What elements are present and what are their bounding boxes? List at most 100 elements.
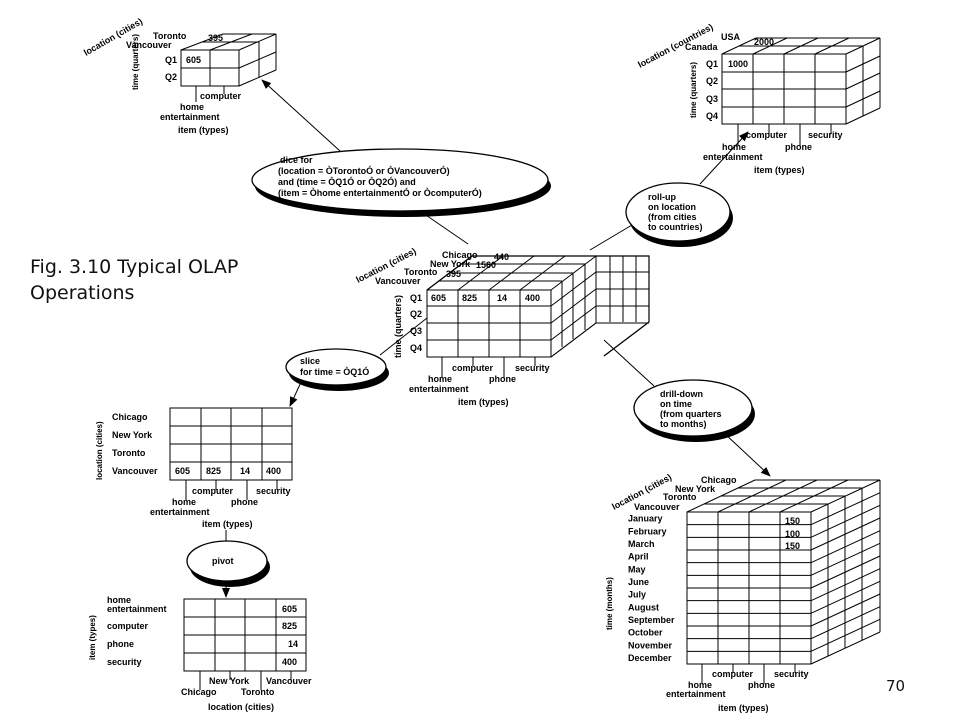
drill-item-label: home	[688, 680, 712, 690]
center-back-value: 1560	[476, 260, 496, 270]
center-quarter-label: Q2	[410, 309, 422, 319]
drilldown-op-line: to months)	[660, 419, 707, 429]
center-q1-value: 14	[497, 293, 507, 303]
pivot-value: 400	[282, 657, 297, 667]
drill-month-label: January	[628, 514, 663, 524]
slice-item-label: security	[256, 486, 291, 496]
drill-month-label: February	[628, 526, 667, 536]
drill-side-line	[810, 504, 881, 538]
slice-city-label: Chicago	[112, 412, 148, 422]
rollup-operation: roll-up on location (from cities to coun…	[625, 182, 733, 247]
drill-item-label: security	[774, 669, 809, 679]
drill-month-label: March	[628, 539, 655, 549]
rollup-connector	[589, 224, 633, 251]
center-quarter-label: Q1	[410, 293, 422, 303]
slice-item-label: entertainment	[150, 507, 210, 517]
pivot-city-label: New York	[209, 676, 250, 686]
drill-value: 150	[785, 541, 800, 551]
rollup-quarter-label: Q3	[706, 94, 718, 104]
pivot-op-line: pivot	[212, 556, 234, 566]
dice-back-value: 395	[208, 33, 223, 43]
drill-item-label: entertainment	[666, 689, 726, 699]
slice-connector	[379, 317, 428, 356]
slice-op-line: for time = ÒQ1Ó	[300, 366, 369, 377]
drilldown-connector	[603, 339, 655, 387]
center-item-label: entertainment	[409, 384, 469, 394]
drill-side-line	[810, 618, 881, 652]
drill-side-line	[810, 555, 881, 589]
rollup-op-line: to countries)	[648, 222, 703, 232]
drill-month-label: December	[628, 653, 672, 663]
rollup-item-label: security	[808, 130, 843, 140]
dice-item-label: computer	[200, 91, 242, 101]
pivot-value: 14	[288, 639, 298, 649]
dice-op-line: (location = ÒTorontoÓ or ÒVancouverÓ)	[278, 165, 450, 176]
rollup-arrow	[699, 131, 749, 185]
center-item-label: phone	[489, 374, 516, 384]
slice-table: Chicago New York Toronto Vancouver 605 8…	[95, 407, 293, 529]
dice-op-line: (item = Òhome entertainmentÓ or Òcompute…	[278, 187, 482, 198]
slice-operation: slice for time = ÒQ1Ó	[285, 348, 389, 391]
rollup-item-axis-label: item (types)	[754, 165, 805, 175]
pivot-item-label: home	[107, 595, 131, 605]
slice-value: 825	[206, 466, 221, 476]
dice-item-label: home	[180, 102, 204, 112]
drill-month-label: October	[628, 628, 663, 638]
rollup-quarter-label: Q4	[706, 111, 718, 121]
drill-city-label: Toronto	[663, 492, 697, 502]
rollup-time-axis-label: time (quarters)	[689, 62, 698, 118]
drilldown-operation: drill-down on time (from quarters to mon…	[633, 379, 755, 442]
slice-value: 14	[240, 466, 250, 476]
pivot-operation: pivot	[186, 540, 270, 587]
dice-op-line: and (time = ÒQ1Ó or ÒQ2Ó) and	[278, 176, 416, 187]
drill-side-line	[810, 542, 881, 576]
center-quarter-label: Q3	[410, 326, 422, 336]
pivot-item-label: computer	[107, 621, 149, 631]
slice-location-axis-label: location (cities)	[95, 421, 104, 480]
slice-value: 605	[175, 466, 190, 476]
pivot-table: home entertainment computer phone securi…	[88, 595, 312, 712]
drill-item-axis-label: item (types)	[718, 703, 769, 713]
drill-value: 150	[785, 516, 800, 526]
center-time-axis-label: time (quarters)	[393, 295, 403, 358]
dice-q1-value: 605	[186, 55, 201, 65]
slice-city-label: New York	[112, 430, 153, 440]
center-back-value: 440	[494, 252, 509, 262]
dice-city-label: Toronto	[153, 31, 187, 41]
dice-arrow	[261, 79, 341, 152]
dice-op-line: dice for	[280, 155, 313, 165]
center-quarter-label: Q4	[410, 343, 422, 353]
drill-item-label: phone	[748, 680, 775, 690]
drill-value: 100	[785, 529, 800, 539]
center-city-label: New York	[430, 259, 471, 269]
dice-city-label: Vancouver	[126, 40, 172, 50]
drill-city-label: New York	[675, 484, 716, 494]
slice-arrow	[289, 379, 303, 407]
dice-operation: dice for (location = ÒTorontoÓ or ÒVanco…	[251, 148, 551, 217]
center-item-label: home	[428, 374, 452, 384]
drill-side-line	[810, 606, 881, 640]
pivot-city-label: Toronto	[241, 687, 275, 697]
drill-city-label: Chicago	[701, 475, 737, 485]
drill-month-label: August	[628, 602, 659, 612]
drill-month-label: July	[628, 590, 646, 600]
drill-month-label: November	[628, 640, 673, 650]
dice-cube: 605 Q1 Q2 Toronto Vancouver 395 location…	[82, 16, 277, 135]
caption-line-1: Fig. 3.10 Typical OLAP	[30, 256, 239, 278]
page-number: 70	[886, 677, 906, 695]
rollup-quarter-label: Q2	[706, 76, 718, 86]
pivot-item-axis-label: item (types)	[88, 615, 97, 660]
slice-value: 400	[266, 466, 281, 476]
pivot-item-label: entertainment	[107, 604, 167, 614]
caption-line-2: Operations	[30, 282, 135, 304]
center-item-axis-label: item (types)	[458, 397, 509, 407]
drill-city-label: Vancouver	[634, 502, 680, 512]
rollup-op-line: (from cities	[648, 212, 697, 222]
drilldown-op-line: drill-down	[660, 389, 703, 399]
center-cube: 605 825 14 400 Q1 Q2 Q3 Q4 Chicago New Y…	[354, 246, 650, 407]
center-q1-value: 400	[525, 293, 540, 303]
slice-item-label: phone	[231, 497, 258, 507]
rollup-item-label: phone	[785, 142, 812, 152]
drill-side-line	[810, 593, 881, 627]
